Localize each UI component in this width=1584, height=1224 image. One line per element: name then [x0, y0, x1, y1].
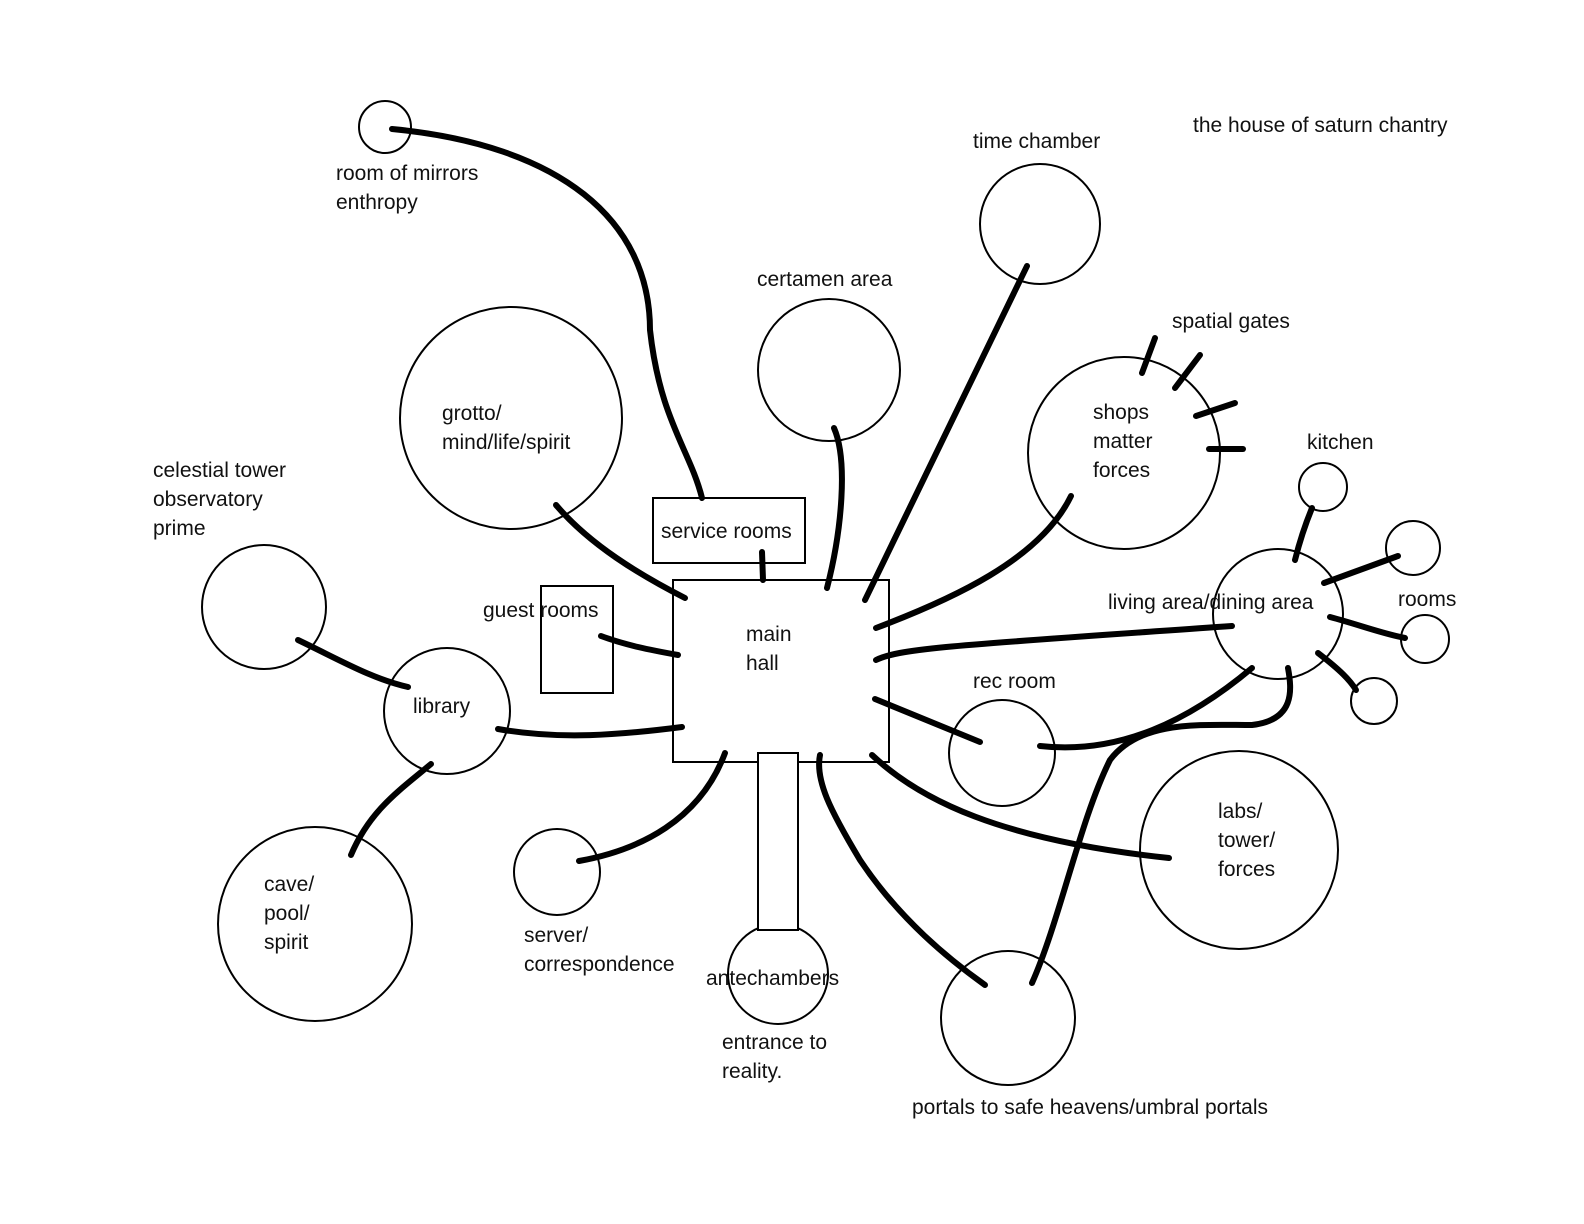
shops-node [1027, 356, 1221, 550]
link-portals-hall [816, 752, 988, 988]
link-library-cave [348, 761, 434, 858]
library-node [383, 647, 511, 775]
link-guest-rooms [598, 633, 681, 658]
link-library-hall [495, 724, 685, 739]
kitchen-node [1298, 462, 1348, 512]
label-kitchen: kitchen [1307, 431, 1374, 454]
label-rec-room: rec room [973, 670, 1056, 693]
link-service-rooms [759, 549, 766, 583]
time-chamber-node [979, 163, 1101, 285]
link-room-3 [1315, 650, 1359, 693]
portals-node [940, 950, 1076, 1086]
labs-node [1139, 750, 1339, 950]
link-room-2 [1327, 614, 1408, 641]
link-portals-living [1029, 665, 1294, 986]
label-labs: labs/tower/forces [1218, 800, 1276, 881]
label-library: library [413, 695, 471, 718]
rec-room-node [948, 699, 1056, 807]
room-node-1 [1385, 520, 1441, 576]
cave-node [217, 826, 413, 1022]
diagram-title: the house of saturn chantry [1193, 114, 1448, 137]
link-mirrors [389, 126, 705, 501]
label-server: server/correspondence [524, 924, 675, 976]
service-rooms-box [652, 497, 806, 564]
celestial-tower-node [201, 544, 327, 670]
spatial-gate-2 [1172, 352, 1203, 391]
link-room-1 [1321, 553, 1401, 586]
link-grotto [553, 502, 688, 601]
link-celestial-library [295, 637, 411, 690]
room-node-3 [1350, 677, 1398, 725]
living-area-node [1212, 548, 1344, 680]
certamen-area-node [757, 298, 901, 442]
server-node [513, 828, 601, 916]
label-time-chamber: time chamber [973, 130, 1101, 153]
link-rec-room [872, 696, 983, 745]
link-server [576, 750, 728, 864]
label-portals: portals to safe heavens/umbral portals [912, 1096, 1269, 1119]
grotto-node [399, 306, 623, 530]
label-rooms: rooms [1398, 588, 1457, 611]
label-certamen-area: certamen area [757, 268, 893, 291]
link-living-area [873, 623, 1235, 663]
link-certamen [824, 425, 845, 591]
link-labs [869, 752, 1172, 861]
label-grotto: grotto/mind/life/spirit [442, 402, 571, 454]
link-shops [873, 493, 1074, 631]
room-node-2 [1400, 614, 1450, 664]
label-service-rooms: service rooms [661, 520, 792, 543]
link-kitchen [1292, 505, 1315, 563]
link-time-chamber [862, 263, 1030, 603]
spatial-gate-1 [1139, 335, 1158, 376]
label-spatial-gates: spatial gates [1172, 310, 1290, 333]
entrance-corridor [757, 752, 799, 931]
label-guest-rooms: guest rooms [483, 599, 599, 622]
room-of-mirrors-node [358, 100, 412, 154]
label-antechambers: antechambers [706, 967, 840, 990]
label-cave: cave/pool/spirit [264, 873, 315, 954]
spatial-gate-3 [1193, 400, 1238, 419]
label-living-area: living area/dining area [1108, 591, 1314, 614]
